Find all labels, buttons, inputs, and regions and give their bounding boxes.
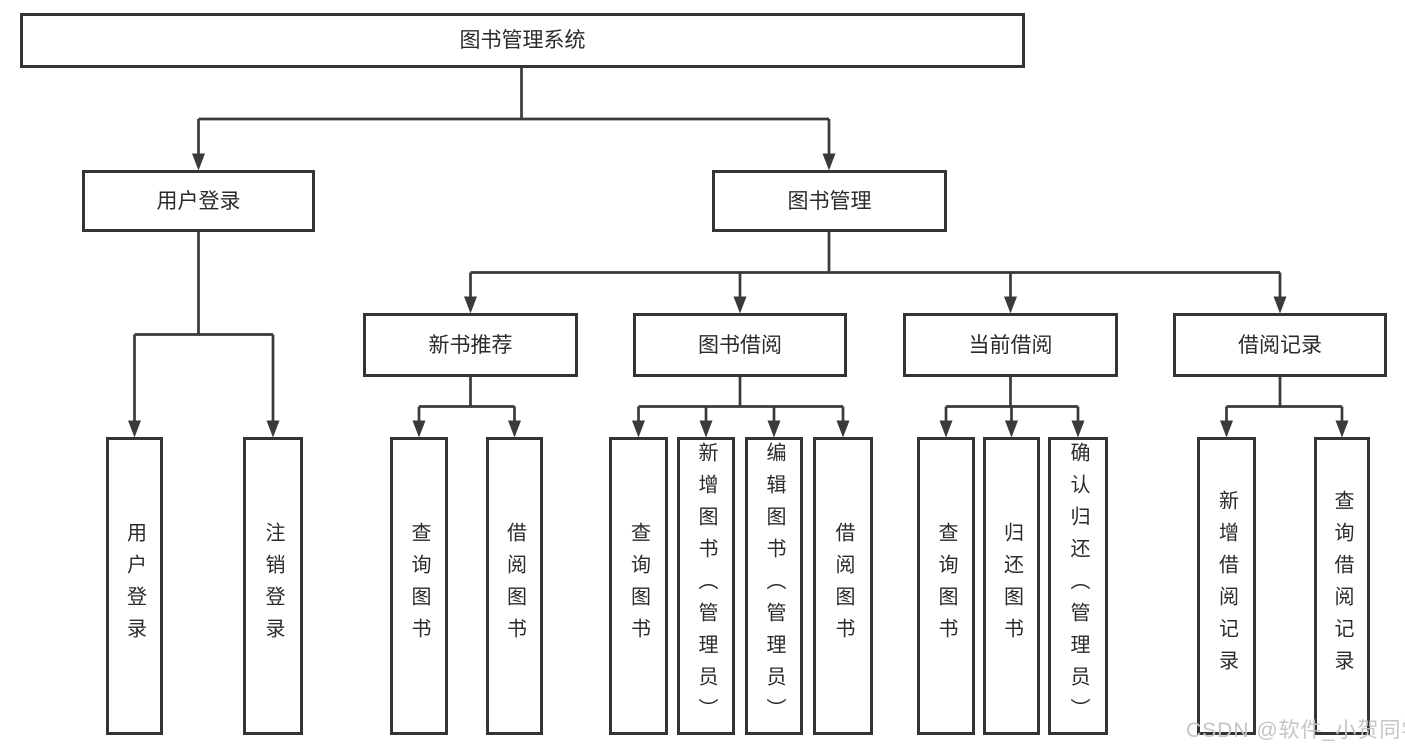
arrowhead	[128, 420, 141, 438]
connector-new-book-recommend-to-leaves	[417, 377, 516, 421]
arrowhead	[192, 153, 205, 171]
arrowhead	[508, 420, 521, 438]
csdn-watermark: CSDN @软件_小贺同学	[1186, 719, 1405, 742]
arrowhead	[1071, 420, 1085, 438]
node-new-book-recommend: 新书推荐	[363, 313, 578, 377]
leaf-add-books-admin: 新增图书（管理员）	[677, 437, 735, 735]
node-current-borrow: 当前借阅	[903, 313, 1118, 377]
leaf-edit-books-admin: 编辑图书（管理员）	[745, 437, 803, 735]
leaf-confirm-return-admin: 确认归还（管理员）	[1048, 437, 1108, 735]
leaf-query-borrow-record: 查询借阅记录	[1314, 437, 1370, 735]
arrowhead	[767, 420, 781, 438]
leaf-return-books: 归还图书	[983, 437, 1040, 735]
arrowhead	[699, 420, 713, 438]
leaf-borrow-books: 借阅图书	[813, 437, 873, 735]
node-book-management: 图书管理	[712, 170, 947, 232]
arrowhead	[836, 420, 850, 438]
node-user-login: 用户登录	[82, 170, 315, 232]
leaf-query-books-recommend: 查询图书	[390, 437, 448, 735]
arrowhead	[632, 420, 645, 438]
arrowhead	[1005, 420, 1018, 438]
node-library-management-system: 图书管理系统	[20, 13, 1025, 68]
leaf-query-books-current: 查询图书	[917, 437, 975, 735]
arrowhead	[1273, 296, 1287, 314]
leaf-logout: 注销登录	[243, 437, 303, 735]
arrowhead	[1004, 296, 1017, 314]
leaf-user-login: 用户登录	[106, 437, 163, 735]
leaf-add-borrow-record: 新增借阅记录	[1197, 437, 1256, 735]
leaf-query-books-borrow: 查询图书	[609, 437, 668, 735]
connector-user-login-to-leaves	[133, 232, 275, 421]
node-book-borrow: 图书借阅	[633, 313, 847, 377]
connector-current-borrow-to-leaves	[944, 377, 1080, 421]
leaf-borrow-books-recommend: 借阅图书	[486, 437, 543, 735]
arrowhead	[733, 296, 747, 314]
connector-borrow-records-to-leaves	[1225, 377, 1344, 421]
connector-root-to-level2	[197, 66, 831, 154]
arrowhead	[822, 153, 836, 171]
arrowhead	[1335, 420, 1349, 438]
arrowhead	[1220, 420, 1233, 438]
arrowhead	[464, 296, 477, 314]
connector-book-management-to-level3	[469, 232, 1282, 297]
connector-book-borrow-to-leaves	[637, 377, 845, 421]
arrowhead	[266, 420, 280, 438]
arrowhead	[412, 420, 426, 438]
node-borrow-records: 借阅记录	[1173, 313, 1387, 377]
arrowhead	[939, 420, 953, 438]
